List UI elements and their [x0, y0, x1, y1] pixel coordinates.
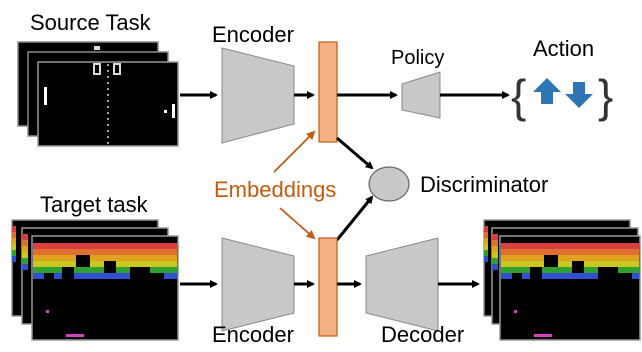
embeddings-label: Embeddings — [214, 177, 336, 202]
source-screens-stack — [17, 41, 179, 147]
encoder-top-trapezoid — [221, 47, 295, 144]
embeddings-pointer-bottom — [279, 207, 316, 240]
target-screens-stack — [11, 219, 179, 341]
encoder-bottom-label: Encoder — [212, 322, 294, 347]
arrow-up-icon — [533, 78, 561, 104]
decoder-label: Decoder — [381, 322, 464, 347]
embedding-bar-bottom — [318, 237, 338, 337]
policy-trapezoid — [401, 71, 441, 119]
breakout-output-screen-icon — [499, 235, 641, 341]
action-brace-left: { — [511, 70, 526, 122]
output-screens-stack — [483, 219, 641, 341]
action-brace-right: } — [598, 70, 613, 122]
embeddings-pointer-top — [273, 130, 316, 173]
arrow-down-icon — [565, 82, 593, 108]
arrow-embedding-bottom-to-discriminator — [335, 195, 374, 241]
discriminator-node — [368, 166, 410, 202]
pong-screen-icon — [37, 61, 179, 147]
encoder-top-label: Encoder — [212, 22, 294, 47]
source-score-back — [94, 46, 100, 50]
target-task-label: Target task — [40, 192, 149, 217]
policy-label: Policy — [391, 47, 444, 69]
breakout-screen-icon — [31, 235, 179, 341]
decoder-trapezoid — [365, 237, 439, 332]
discriminator-label: Discriminator — [420, 172, 548, 197]
source-task-label: Source Task — [30, 10, 152, 35]
action-label: Action — [533, 36, 594, 61]
embedding-bar-top — [318, 41, 338, 143]
arrow-embedding-top-to-discriminator — [336, 136, 374, 170]
encoder-bottom-trapezoid — [221, 237, 295, 332]
